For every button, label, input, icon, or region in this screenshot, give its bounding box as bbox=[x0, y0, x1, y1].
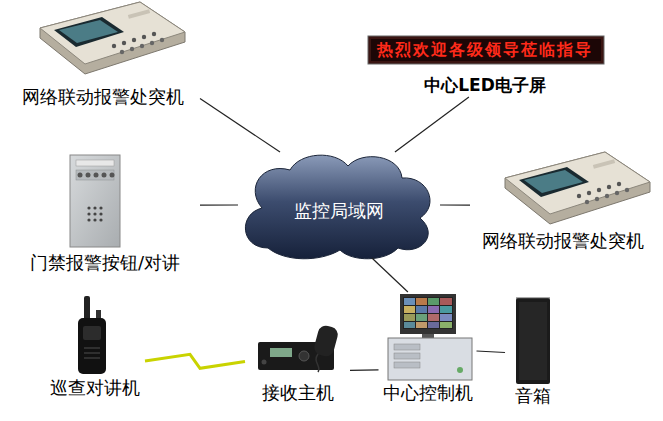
network-link bbox=[200, 204, 238, 205]
loudspeaker-node: 音箱 bbox=[505, 295, 560, 410]
network-link bbox=[477, 351, 506, 353]
device-label: 中心LED电子屏 bbox=[424, 75, 546, 95]
alarm-console-node: 网络联动报警处突机 bbox=[470, 150, 655, 258]
device-label: 监控局域网 bbox=[294, 200, 384, 222]
walkie-talkie bbox=[78, 296, 106, 374]
device-label: 音箱 bbox=[515, 385, 551, 407]
network-link bbox=[200, 99, 280, 152]
wireless-link bbox=[145, 354, 245, 368]
led-screen bbox=[368, 36, 604, 64]
door-intercom-panel bbox=[70, 155, 120, 247]
loudspeaker bbox=[516, 298, 550, 384]
alarm-console-node: 网络联动报警处突机 bbox=[5, 0, 200, 112]
device-label: 中心控制机 bbox=[383, 382, 473, 404]
receiver-node: 接收主机 bbox=[245, 322, 350, 410]
alarm-console bbox=[40, 2, 185, 74]
network-link bbox=[350, 369, 379, 371]
device-label: 网络联动报警处突机 bbox=[482, 230, 644, 252]
alarm-console bbox=[505, 152, 650, 224]
control-computer bbox=[388, 294, 472, 380]
network-link bbox=[372, 258, 408, 292]
walkie-talkie-node: 巡查对讲机 bbox=[45, 295, 145, 405]
led-screen-node: 热烈欢迎各级领导莅临指导中心LED电子屏 bbox=[365, 35, 605, 97]
device-label: 接收主机 bbox=[262, 382, 334, 404]
control-computer-node: 中心控制机 bbox=[379, 292, 477, 410]
network-cloud-node: 监控局域网 bbox=[238, 152, 440, 258]
receiver-radio bbox=[258, 324, 340, 372]
door-intercom-node: 门禁报警按钮/对讲 bbox=[10, 150, 200, 278]
device-label: 网络联动报警处突机 bbox=[22, 86, 184, 108]
network-link bbox=[395, 97, 469, 152]
device-label: 门禁报警按钮/对讲 bbox=[30, 252, 180, 274]
network-cloud bbox=[245, 155, 430, 259]
led-message: 热烈欢迎各级领导莅临指导 bbox=[377, 40, 593, 60]
network-link bbox=[440, 204, 470, 205]
device-label: 巡查对讲机 bbox=[50, 377, 140, 399]
